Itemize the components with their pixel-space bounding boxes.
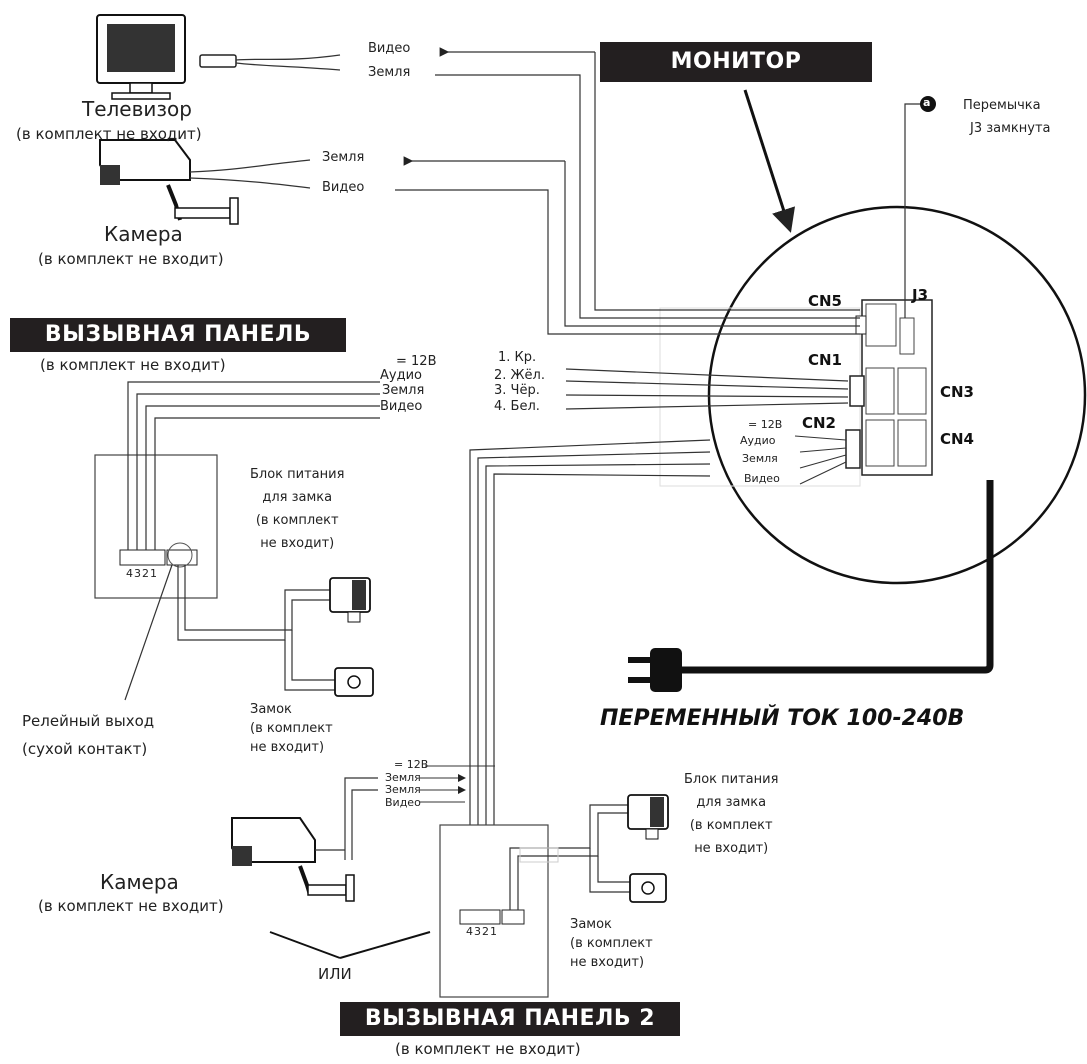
panel-2-wire-label: Видео — [385, 796, 421, 809]
panel-1-wire-signal: Земля — [382, 383, 425, 398]
tv-label: Телевизор — [82, 97, 192, 121]
panel-2-banner: ВЫЗЫВНАЯ ПАНЕЛЬ 2 — [340, 1002, 680, 1036]
lock-2-icon — [629, 873, 667, 903]
cn2-wire-label: Аудио — [740, 434, 776, 447]
camera-1-wire-ground: Земля — [322, 150, 365, 165]
monitor-pointer-arrow — [743, 89, 795, 233]
connector-cn4: CN4 — [940, 430, 974, 448]
relay-label-line1: Релейный выход — [22, 712, 155, 730]
panel-1-wire-color: 2. Жёл. — [494, 368, 545, 383]
jumper-label-line2: J3 замкнута — [970, 121, 1051, 136]
cn2-wire-label: Земля — [742, 452, 778, 465]
camera-1-icon — [99, 139, 239, 225]
monitor-connector-block — [845, 299, 933, 476]
relay-label-line2: (сухой контакт) — [22, 740, 148, 758]
psu-1-label: Блок питания для замка (в комплект не вх… — [250, 467, 345, 551]
panel-1-wire-signal: Видео — [380, 399, 423, 414]
psu-2-label: Блок питания для замка (в комплект не вх… — [684, 772, 779, 856]
connector-j3: J3 — [912, 286, 929, 304]
panel-2-wire-label: = 12В — [394, 758, 429, 771]
panel-2-wire-label: Земля — [385, 771, 421, 784]
panel-2-wire-label: Земля — [385, 783, 421, 796]
panel-1-wire-color: 1. Кр. — [498, 350, 537, 365]
panel-1-wire-color: 3. Чёр. — [494, 383, 540, 398]
ac-power-label: ПЕРЕМЕННЫЙ ТОК 100-240В — [600, 706, 965, 731]
connector-cn3: CN3 — [940, 383, 974, 401]
connector-cn1: CN1 — [808, 351, 842, 369]
panel-2-note: (в комплект не входит) — [395, 1040, 581, 1058]
panel-1-terminal-numbers: 4321 — [126, 567, 158, 580]
camera-1-wire-video: Видео — [322, 180, 365, 195]
jumper-badge-circle — [920, 96, 936, 112]
psu-2-icon — [627, 794, 669, 840]
camera-1-label: Камера — [104, 222, 183, 246]
camera-2-icon — [231, 817, 355, 902]
tv-wire-ground: Земля — [368, 65, 411, 80]
monitor-banner: МОНИТОР — [600, 42, 872, 82]
panel-1-wire-signal: = 12В — [396, 354, 437, 369]
panel-1-banner: ВЫЗЫВНАЯ ПАНЕЛЬ — [10, 318, 346, 352]
jumper-badge: a — [923, 96, 931, 109]
panel-1-wire-signal: Аудио — [380, 368, 422, 383]
tv-wire-video: Видео — [368, 41, 411, 56]
or-label: ИЛИ — [318, 965, 352, 983]
ac-plug-icon — [628, 648, 682, 692]
camera-1-note: (в комплект не входит) — [38, 250, 224, 268]
panel-1-box — [94, 454, 218, 599]
cn2-wire-label: Видео — [744, 472, 780, 485]
tv-icon — [96, 14, 186, 100]
lock-2-label: Замок (в комплект не входит) — [570, 917, 653, 970]
panel-1-wire-color: 4. Бел. — [494, 399, 540, 414]
panel-1-note: (в комплект не входит) — [40, 356, 226, 374]
tv-note: (в комплект не входит) — [16, 125, 202, 143]
connector-cn2: CN2 — [802, 414, 836, 432]
lock-1-icon — [334, 667, 374, 697]
camera-2-label: Камера — [100, 870, 179, 894]
jumper-label-line1: Перемычка — [963, 98, 1041, 113]
cn2-wire-label: = 12В — [748, 418, 783, 431]
camera-2-note: (в комплект не входит) — [38, 897, 224, 915]
psu-1-icon — [329, 577, 371, 623]
panel-2-terminal-numbers: 4321 — [466, 925, 498, 938]
lock-1-label: Замок (в комплект не входит) — [250, 702, 333, 755]
connector-cn5: CN5 — [808, 292, 842, 310]
